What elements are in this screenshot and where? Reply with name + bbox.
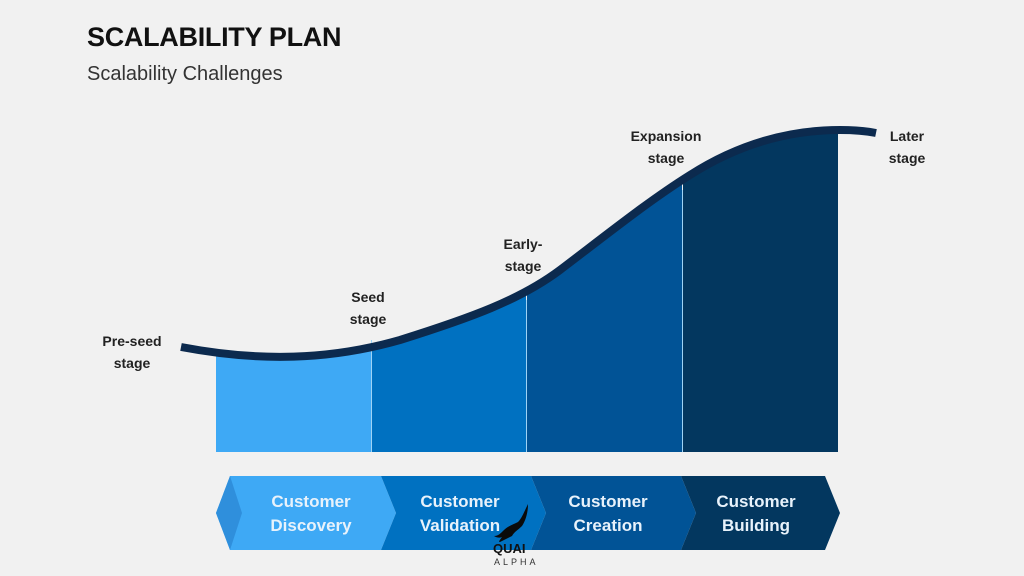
page-title: SCALABILITY PLAN	[87, 22, 342, 52]
logo-text: QUAI	[493, 541, 526, 556]
chevron-discovery	[216, 476, 396, 550]
page-subtitle: Scalability Challenges	[87, 63, 283, 85]
column-discovery	[216, 130, 371, 452]
chevron-building	[681, 476, 840, 550]
chevron-label-discovery: Customer Discovery	[270, 492, 352, 535]
chevron-label-creation: Customer Creation	[568, 492, 648, 535]
stage-label-later: Later stage	[888, 128, 926, 166]
logo-subtext: ALPHA	[494, 557, 539, 567]
stage-label-pre-seed: Pre-seed stage	[102, 333, 162, 371]
stage-label-early: Early- stage	[503, 236, 543, 274]
chevron-label-validation: Customer Validation	[419, 492, 501, 535]
chevron-creation	[531, 476, 696, 550]
chevron-start-notch	[216, 476, 242, 550]
column-building	[683, 130, 838, 452]
wolf-logo-icon	[494, 504, 528, 542]
stage-label-expansion: Expansion stage	[630, 128, 702, 166]
growth-curve	[180, 125, 877, 361]
chevron-label-building: Customer Building	[716, 492, 796, 535]
stage-label-seed: Seed stage	[349, 289, 387, 327]
